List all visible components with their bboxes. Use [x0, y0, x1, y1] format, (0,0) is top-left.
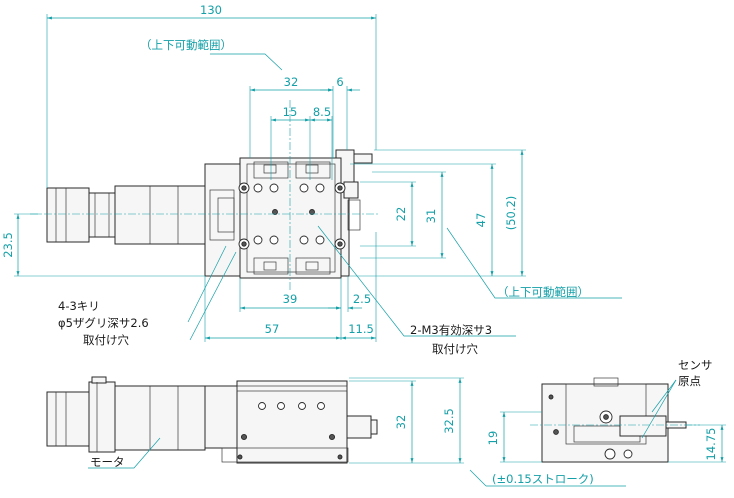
mount-holes — [238, 182, 346, 250]
note-mount-holes-3: 取付け穴 — [83, 333, 129, 347]
dim-8-5: 8.5 — [313, 105, 331, 119]
dim-31: 31 — [424, 209, 438, 224]
dim-15: 15 — [283, 105, 298, 119]
dim-side-14-75: 14.75 — [704, 428, 718, 461]
range-label-right: （上下可動範囲） — [497, 285, 589, 299]
dim-front-32-5: 32.5 — [442, 408, 456, 434]
note-mount-holes-1: 4-3キリ — [58, 299, 100, 313]
range-label-top: （上下可動範囲） — [140, 38, 232, 52]
dim-39: 39 — [283, 292, 298, 306]
table-top — [239, 157, 342, 279]
dim-11-5: 11.5 — [348, 322, 374, 336]
top-view: 130 （上下可動範囲） 32 6 15 8.5 23.5 22 — [1, 3, 622, 356]
note-stroke: (±0.15ストローク) — [492, 472, 594, 486]
side-view: センサ 原点 19 14.75 (±0.15ストローク) — [469, 358, 726, 487]
note-motor: モータ — [90, 455, 125, 469]
note-mount-holes-2: φ5ザグリ深サ2.6 — [58, 316, 149, 330]
dim-130: 130 — [200, 3, 222, 17]
dim-side-19: 19 — [486, 431, 500, 446]
dim-23-5: 23.5 — [1, 232, 15, 258]
stage-body-front — [236, 380, 348, 464]
dim-57: 57 — [265, 322, 280, 336]
dim-50-2: (50.2) — [504, 196, 518, 231]
motor-top — [46, 185, 206, 245]
note-tap-holes-2: 取付け穴 — [432, 342, 478, 356]
note-sensor-2: 原点 — [678, 374, 701, 388]
dim-22: 22 — [394, 207, 408, 222]
dim-front-32: 32 — [394, 415, 408, 430]
tap-holes — [253, 183, 325, 245]
dim-47: 47 — [474, 213, 488, 228]
front-view: モータ 32 32.5 — [46, 376, 464, 469]
note-sensor-1: センサ — [678, 358, 713, 372]
dim-6: 6 — [336, 75, 343, 89]
dim-32: 32 — [284, 75, 299, 89]
dim-2-5: 2.5 — [353, 292, 371, 306]
note-tap-holes-1: 2-M3有効深サ3 — [410, 323, 492, 337]
